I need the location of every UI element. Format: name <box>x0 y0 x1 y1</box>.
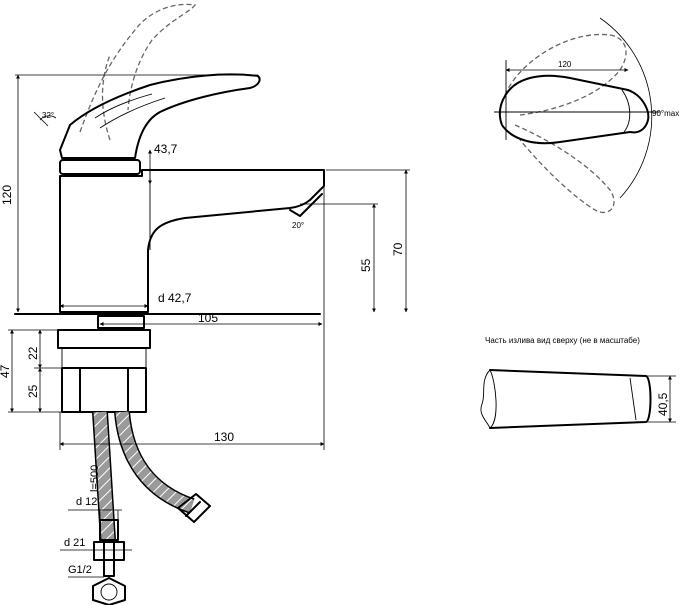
dim-thread-22: 22 <box>26 346 40 360</box>
faucet-side-view <box>14 3 325 605</box>
dim-spout-width: 40,5 <box>656 392 670 416</box>
dim-thread: G1/2 <box>68 564 92 576</box>
dim-spout-height-70: 70 <box>391 242 405 256</box>
spout-top-view: Часть излива вид сверху (не в масштабе) … <box>480 336 676 429</box>
dim-body-height: 43,7 <box>154 142 178 156</box>
cartridge-cap <box>59 159 141 175</box>
dim-lever-width: 120 <box>558 60 572 69</box>
mounting-nut <box>57 329 151 349</box>
hex-nut <box>92 577 126 605</box>
dim-nut-diameter: d 21 <box>64 537 85 549</box>
spout-outline <box>489 369 652 429</box>
dim-spout-angle: 20° <box>292 221 304 230</box>
faucet-top-view: 90°max 120 <box>494 17 679 214</box>
dim-thread-47: 47 <box>0 364 12 378</box>
threaded-shank <box>61 367 147 413</box>
dim-rotation: 90°max <box>652 109 679 118</box>
mounting-flange <box>97 315 145 329</box>
faucet-body <box>59 169 325 313</box>
spout-caption: Часть излива вид сверху (не в масштабе) <box>485 336 640 345</box>
dim-height-total: 120 <box>0 185 14 205</box>
dim-hose-inner: d 12 <box>76 496 97 508</box>
lever-rotated-position-lower <box>514 124 615 214</box>
lever-rotated-position-upper <box>504 33 627 116</box>
dim-lever-angle: 32° <box>42 111 54 120</box>
lever-handle <box>59 73 261 159</box>
dim-spout-reach: 105 <box>198 311 218 325</box>
dim-spout-height-55: 55 <box>359 258 373 272</box>
side-view-dimensions: 120 32° 43,7 20° 55 70 d 42,7 105 47 22 <box>0 74 410 578</box>
lever-open-position <box>79 3 197 133</box>
hose-fitting-right <box>177 493 211 523</box>
dim-thread-25: 25 <box>26 384 40 398</box>
dim-reach-total: 130 <box>214 430 234 444</box>
hose-ferrule <box>99 519 119 541</box>
dim-body-diameter: d 42,7 <box>158 291 192 305</box>
lever-top <box>498 74 650 145</box>
hose-nut <box>93 541 125 561</box>
dim-hose-length: l=500 <box>89 465 101 492</box>
